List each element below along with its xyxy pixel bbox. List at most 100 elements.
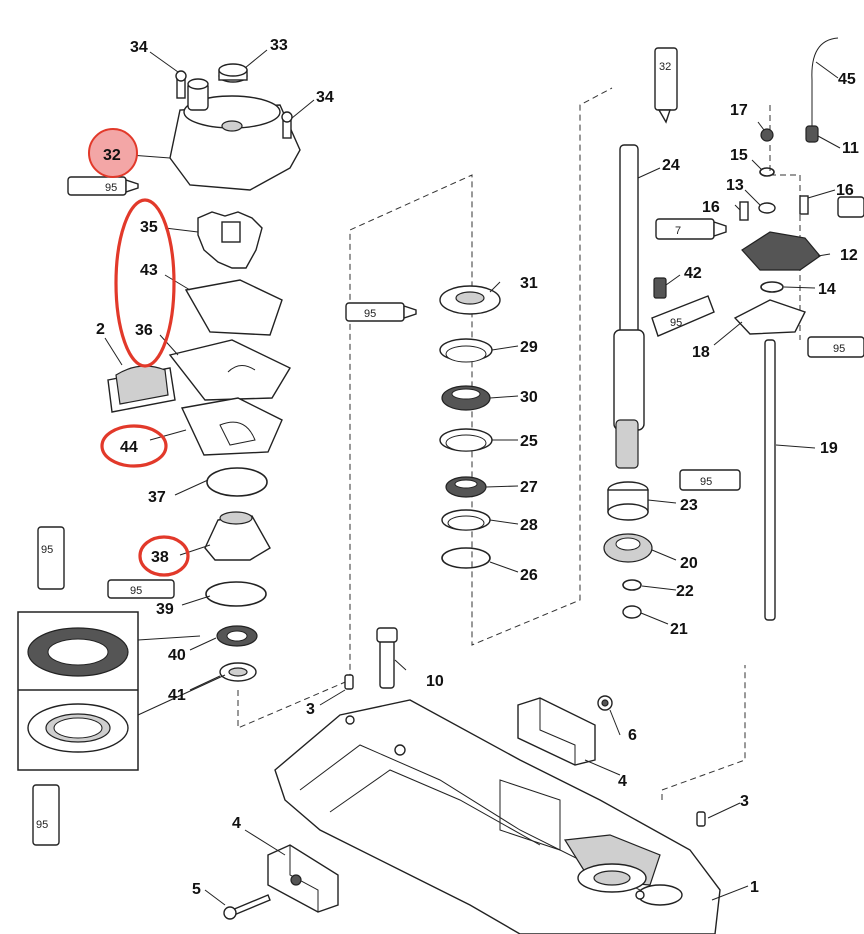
label-44: 44 [120, 439, 138, 456]
part-39-oring [205, 581, 267, 607]
tube-right-edge [837, 196, 864, 218]
label-16a: 16 [702, 199, 720, 216]
part-12-cover [741, 231, 821, 271]
assembly-guide-lines [237, 87, 801, 800]
label-29: 29 [520, 339, 538, 356]
part-32-pump-cover [169, 78, 301, 191]
label-3b: 3 [740, 793, 749, 810]
tube-7: 7 [655, 218, 727, 240]
part-25-cup [439, 428, 493, 452]
part-30-bearing [441, 385, 491, 411]
part-labels: 34 33 34 32 35 43 2 36 44 37 38 39 40 41… [96, 37, 859, 898]
label-41: 41 [168, 687, 186, 704]
label-13: 13 [726, 177, 744, 194]
tube-95-right-mid: 95 [679, 469, 741, 491]
label-24: 24 [662, 157, 680, 174]
label-38: 38 [151, 549, 169, 566]
label-4a: 4 [618, 773, 627, 790]
part-2-filter [107, 365, 176, 413]
label-10: 10 [426, 673, 444, 690]
tube-95-top-left: 95 [67, 176, 139, 196]
label-26: 26 [520, 567, 538, 584]
svg-text:32: 32 [659, 61, 671, 73]
part-20-gear [603, 533, 653, 563]
label-34b: 34 [316, 89, 334, 106]
part-36-plate [168, 339, 291, 401]
label-5: 5 [192, 881, 201, 898]
svg-text:95: 95 [670, 317, 682, 329]
svg-text:95: 95 [36, 819, 48, 831]
part-34-screws [175, 70, 293, 139]
part-19-shift-shaft [764, 339, 776, 621]
label-2: 2 [96, 321, 105, 338]
label-15: 15 [730, 147, 748, 164]
tube-95-vertical-top: 95 [37, 526, 65, 590]
label-18: 18 [692, 344, 710, 361]
label-22: 22 [676, 583, 694, 600]
tube-32: 32 [654, 47, 678, 124]
label-6: 6 [628, 727, 637, 744]
label-35: 35 [140, 219, 158, 236]
label-17: 17 [730, 102, 748, 119]
svg-text:95: 95 [700, 476, 712, 488]
part-17-nut [760, 128, 774, 142]
part-42-clip [653, 277, 667, 299]
label-16b: 16 [836, 182, 854, 199]
seal-inset-box [17, 611, 139, 771]
part-22-washer [622, 579, 642, 591]
label-45: 45 [838, 71, 856, 88]
label-34a: 34 [130, 39, 148, 56]
part-18-gasket [733, 299, 806, 335]
part-23-sleeve [607, 481, 649, 521]
tube-95-horizontal: 95 [107, 579, 175, 599]
label-4b: 4 [232, 815, 241, 832]
label-39: 39 [156, 601, 174, 618]
svg-text:95: 95 [105, 182, 117, 194]
label-42: 42 [684, 265, 702, 282]
highlight-38 [138, 535, 190, 577]
part-38-housing [204, 511, 271, 561]
tube-95-diag: 95 [651, 295, 715, 337]
part-27-bearing [445, 476, 487, 498]
highlight-32 [88, 128, 138, 178]
label-37: 37 [148, 489, 166, 506]
part-40-seal [216, 625, 258, 647]
label-1: 1 [750, 879, 759, 896]
tube-95-right: 95 [807, 336, 864, 358]
label-43: 43 [140, 262, 158, 279]
label-36: 36 [135, 322, 153, 339]
part-29-cup [439, 338, 493, 363]
label-30: 30 [520, 389, 538, 406]
part-33-grommet [218, 63, 248, 83]
part-4-block-left [267, 844, 339, 913]
part-6-nut [597, 695, 613, 711]
svg-text:95: 95 [130, 585, 142, 597]
sealant-tubes: 95 95 32 7 95 95 95 95 95 95 [32, 47, 864, 846]
svg-text:7: 7 [675, 225, 681, 237]
part-37-ring [206, 467, 268, 497]
part-41-bearing [219, 662, 257, 682]
label-33: 33 [270, 37, 288, 54]
part-3-pins [344, 674, 706, 827]
label-3a: 3 [306, 701, 315, 718]
part-15-washer [759, 167, 775, 177]
label-31: 31 [520, 275, 538, 292]
part-24-driveshaft [613, 144, 645, 469]
gearcase-housing [274, 699, 721, 934]
svg-text:95: 95 [833, 343, 845, 355]
label-23: 23 [680, 497, 698, 514]
part-26-ring [441, 547, 491, 569]
label-21: 21 [670, 621, 688, 638]
label-27: 27 [520, 479, 538, 496]
part-31-retainer [439, 285, 501, 315]
label-20: 20 [680, 555, 698, 572]
label-19: 19 [820, 440, 838, 457]
label-12: 12 [840, 247, 858, 264]
part-16-screws [739, 195, 809, 221]
highlight-44 [100, 424, 168, 468]
part-35-impeller [197, 211, 263, 269]
part-21-nut [622, 605, 642, 619]
tube-95-center: 95 [345, 302, 417, 322]
